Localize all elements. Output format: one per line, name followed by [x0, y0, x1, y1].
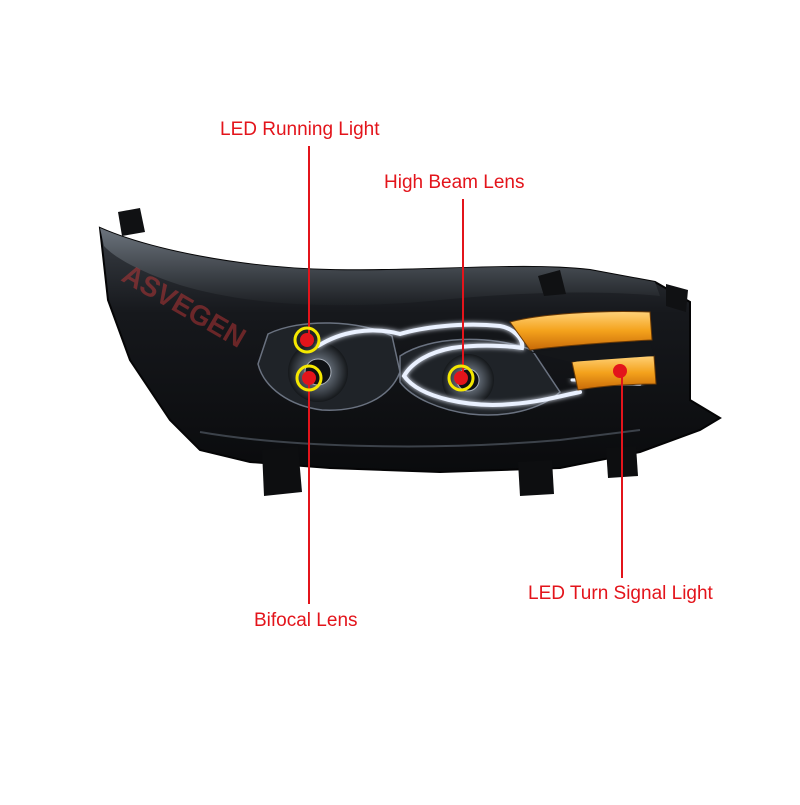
marker-high-beam — [447, 364, 475, 392]
mounting-tab-bottom-mid — [518, 460, 554, 496]
mounting-tab-top-right — [538, 270, 566, 296]
label-led-running-light: LED Running Light — [220, 119, 380, 140]
housing-lower-edge — [199, 429, 641, 448]
turn-signal-divider — [530, 342, 654, 362]
marker-bifocal — [295, 364, 323, 392]
marker-turn-signal — [613, 364, 627, 378]
drl-light-strip — [316, 322, 582, 407]
turn-signal-upper — [509, 310, 653, 351]
label-bifocal-lens: Bifocal Lens — [254, 610, 358, 631]
label-led-turn-signal-light: LED Turn Signal Light — [528, 583, 713, 604]
mounting-tab-bottom-left — [262, 446, 302, 496]
marker-running-light — [293, 326, 321, 354]
mounting-tab-top-left — [118, 208, 145, 236]
mounting-tab-right — [666, 284, 688, 312]
housing-top-trim — [100, 228, 660, 306]
label-high-beam-lens: High Beam Lens — [384, 172, 525, 193]
